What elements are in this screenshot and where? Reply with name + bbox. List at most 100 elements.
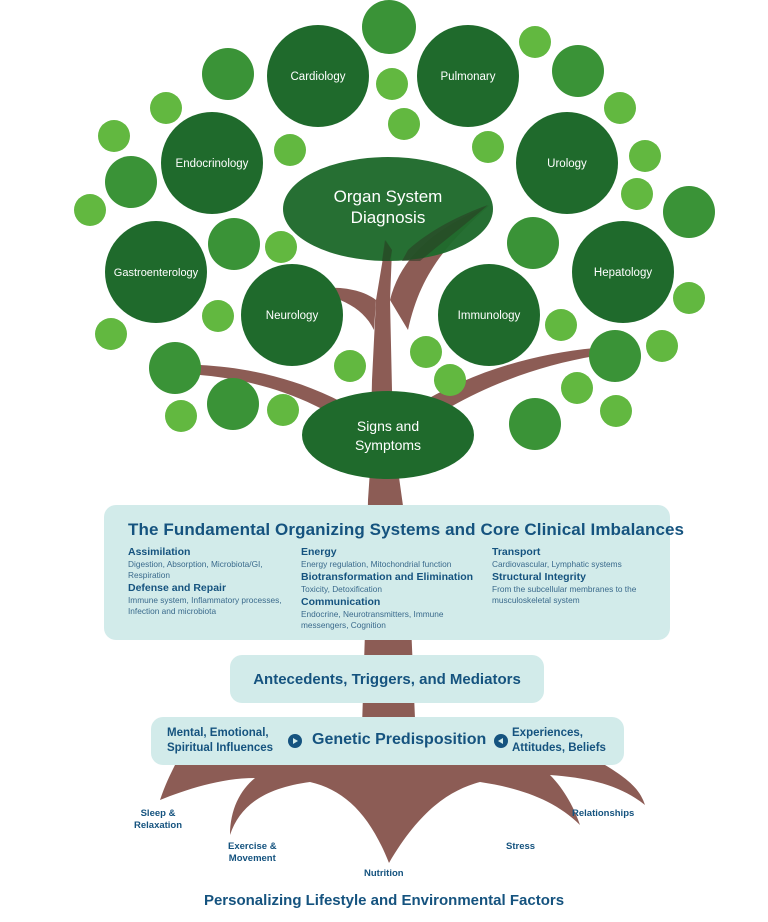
signs-and-symptoms-node: Signs and Symptoms [302,391,474,479]
leaf-circle [105,156,157,208]
leaf-circle [208,218,260,270]
root-system [160,765,645,863]
leaf-circle [334,350,366,382]
leaf-circle [434,364,466,396]
root-label-nutrition: Nutrition [364,868,404,880]
leaf-circle [150,92,182,124]
mental-emotional-spiritual-label: Mental, Emotional, Spiritual Influences [167,726,273,756]
section-heading-structural-integrity: Structural Integrity [492,571,586,583]
leaf-circle [604,92,636,124]
tree-roots [160,765,645,863]
exercise-line1: Exercise & [228,841,277,852]
branch-overlay-shadow [382,205,488,261]
organ-node-pulmonary: Pulmonary [417,25,519,127]
center-node-line1: Organ System [334,187,443,206]
leaf-circle [561,372,593,404]
mental-line1: Mental, Emotional, [167,727,269,739]
leaf-circle [673,282,705,314]
arrow-left-circle-icon [494,734,508,748]
section-heading-transport: Transport [492,546,541,558]
base-node-line2: Symptoms [355,437,421,453]
leaf-circle [663,186,715,238]
leaf-circle [646,330,678,362]
fundamental-systems-title: The Fundamental Organizing Systems and C… [128,520,685,539]
fundamental-column-2: Energy Energy regulation, Mitochondrial … [301,545,481,632]
experiences-line1: Experiences, [512,727,583,739]
leaf-circle [509,398,561,450]
leaf-circle [410,336,442,368]
section-detail-assimilation: Digestion, Absorption, Microbiota/GI, Re… [128,559,263,580]
organ-label: Urology [547,158,587,170]
section-detail-structural-integrity: From the subcellular membranes to the mu… [492,584,637,605]
leaf-circle [202,48,254,100]
leaf-circle [545,309,577,341]
leaf-circle [207,378,259,430]
organ-circle [105,221,207,323]
leaf-circle [519,26,551,58]
leaf-circle [507,217,559,269]
experiences-line2: Attitudes, Beliefs [512,742,606,754]
leaf-circle [629,140,661,172]
canopy-circles [74,0,715,450]
section-detail-biotransformation: Toxicity, Detoxification [301,584,382,594]
relationships-line1: Relationships [572,808,635,819]
organ-circle [417,25,519,127]
branch-right-upper [390,205,490,330]
stress-line1: Stress [506,841,536,852]
section-heading-biotransformation: Biotransformation and Elimination [301,571,474,583]
leaf-circle [552,45,604,97]
leaf-circle [376,68,408,100]
organ-label: Gastroenterology [114,267,199,279]
leaf-circle [621,178,653,210]
organ-node-gastroenterology: Gastroenterology [105,221,207,323]
section-heading-energy: Energy [301,546,337,558]
branch-left-upper [300,287,376,330]
section-detail-communication: Endocrine, Neurotransmitters, Immune mes… [301,609,444,630]
section-heading-communication: Communication [301,596,381,608]
mental-line2: Spiritual Influences [167,742,274,754]
center-node-line2: Diagnosis [351,208,426,227]
organ-label: Immunology [458,310,521,322]
sleep-line2: Relaxation [134,820,183,831]
leaf-circle [388,108,420,140]
leaf-circle [600,395,632,427]
organ-circle [161,112,263,214]
nutrition-line1: Nutrition [364,868,404,879]
leaf-circle [165,400,197,432]
leaf-circle [265,231,297,263]
branch-right-lower [395,348,595,440]
leaf-circle [274,134,306,166]
section-heading-defense-repair: Defense and Repair [128,582,227,594]
arrow-right-circle-icon [288,734,302,748]
leaf-circle [202,300,234,332]
leaf-circle [589,330,641,382]
organ-label: Cardiology [291,71,346,83]
fundamental-systems-panel: The Fundamental Organizing Systems and C… [104,505,684,640]
organ-label: Hepatology [594,267,652,279]
genetic-predisposition-label: Genetic Predisposition [312,731,487,748]
organ-circle [516,112,618,214]
organ-node-endocrinology: Endocrinology [161,112,263,214]
fundamental-column-1: Assimilation Digestion, Absorption, Micr… [128,545,303,618]
section-detail-energy: Energy regulation, Mitochondrial functio… [301,559,452,569]
experiences-attitudes-label: Experiences, Attitudes, Beliefs [512,726,606,756]
sleep-line1: Sleep & [140,808,176,819]
leaf-circle [98,120,130,152]
section-detail-transport: Cardiovascular, Lymphatic systems [492,559,622,569]
organ-node-immunology: Immunology [438,264,540,366]
antecedents-panel: Antecedents, Triggers, and Mediators [230,655,544,703]
footer-title: Personalizing Lifestyle and Environmenta… [203,892,565,909]
base-node-line1: Signs and [357,418,419,434]
organ-circle [241,264,343,366]
leaf-circle [362,0,416,54]
genetic-predisposition-panel: Mental, Emotional, Spiritual Influences … [151,717,624,765]
fundamental-column-3: Transport Cardiovascular, Lymphatic syst… [492,545,667,607]
section-detail-defense-repair: Immune system, Inflammatory processes, I… [128,595,282,616]
antecedents-label: Antecedents, Triggers, and Mediators [253,670,521,688]
root-label-stress: Stress [506,841,535,853]
organ-node-neurology: Neurology [241,264,343,366]
organ-label: Pulmonary [441,71,496,83]
organ-circle [267,25,369,127]
